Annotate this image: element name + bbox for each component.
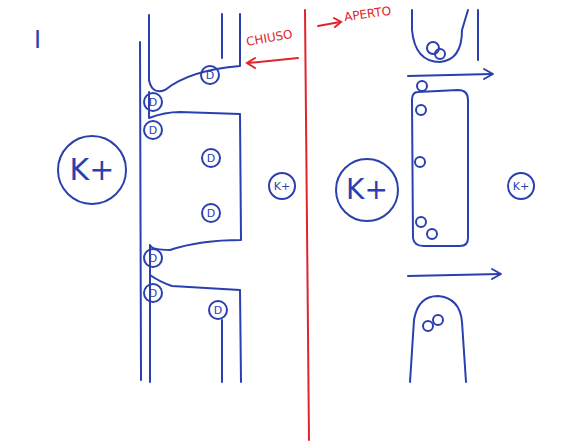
residue-circle (433, 315, 443, 325)
membrane-wall (148, 15, 150, 80)
residue-circle (417, 81, 427, 91)
node-text: D (207, 153, 215, 164)
ion-circle: K+ (335, 158, 399, 222)
residue-circle (427, 229, 437, 239)
gate-bottom (410, 296, 466, 382)
residue-circle: D (208, 300, 228, 320)
channel-wall (221, 14, 223, 58)
node-text: D (214, 305, 222, 316)
node-text: D (206, 70, 214, 81)
arrow-head (334, 18, 341, 27)
residue-circle (423, 321, 433, 331)
node-text: K+ (346, 176, 388, 204)
channel-wall (477, 10, 479, 60)
residue-circle (416, 105, 426, 115)
arrow-head (247, 58, 255, 68)
channel-wall (150, 275, 241, 382)
membrane-wall (140, 42, 141, 380)
node-text: D (149, 253, 157, 264)
membrane-line (408, 74, 492, 76)
gate-top (412, 10, 468, 62)
arrow-head (492, 269, 501, 279)
node-text: K+ (70, 155, 115, 185)
arrow-head (484, 69, 493, 79)
residue-circle: D (201, 148, 221, 168)
membrane-line (408, 274, 500, 276)
state-label: APERTO (343, 5, 391, 23)
node-text: D (207, 208, 215, 219)
figure-number: I (34, 28, 41, 52)
residue-circle: K+ (507, 172, 535, 200)
state-label: CHIUSO (245, 28, 293, 48)
residue-circle (415, 157, 425, 167)
channel-wall (149, 92, 241, 275)
residue-circle (416, 217, 426, 227)
residue-circle (427, 42, 439, 54)
residue-circle: K+ (268, 172, 296, 200)
residue-circle (435, 49, 445, 59)
node-text: K+ (274, 181, 290, 192)
divider-line (305, 10, 309, 440)
channel-wall (149, 14, 240, 91)
residue-circle: D (200, 65, 220, 85)
channel-wall (221, 320, 223, 382)
residue-circle: D (201, 203, 221, 223)
node-text: D (149, 125, 157, 136)
residue-circle: D (143, 92, 163, 112)
node-text: K+ (513, 181, 529, 192)
residue-circle: D (143, 248, 163, 268)
ion-circle: K+ (57, 135, 127, 205)
gate-block (412, 90, 468, 246)
node-text: D (149, 288, 157, 299)
residue-circle: D (143, 283, 163, 303)
residue-circle: D (143, 120, 163, 140)
node-text: D (149, 97, 157, 108)
